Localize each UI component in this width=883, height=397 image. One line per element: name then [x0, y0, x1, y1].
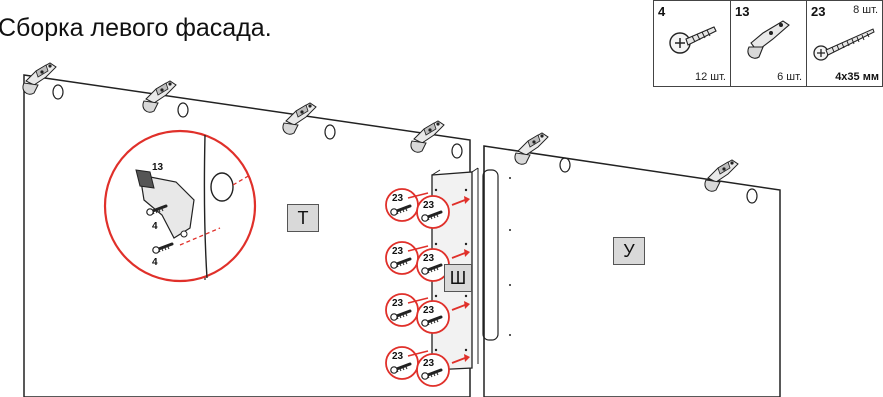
screw-number-label: 4	[152, 221, 158, 232]
part-quantity: 12 шт.	[695, 71, 726, 83]
screw-number-label: 23	[423, 358, 435, 369]
page-title: Сборка левого фасада.	[0, 14, 272, 42]
panel-label-right: У	[613, 237, 645, 265]
hinge-holes	[52, 84, 758, 204]
screw-number-label: 23	[392, 298, 404, 309]
handle	[482, 169, 499, 341]
screw-number-label: 23	[392, 351, 404, 362]
screw-icon	[813, 28, 875, 61]
screw-number-label: 23	[392, 246, 404, 257]
part-quantity: 6 шт.	[777, 71, 802, 83]
right-panel	[483, 145, 781, 397]
pilot-hole-marks	[434, 177, 511, 352]
screw-number-label: 23	[423, 253, 435, 264]
screw-number-label: 23	[392, 193, 404, 204]
screw-callout-pair: 23 23	[385, 241, 470, 282]
screw-number-label: 23	[423, 200, 435, 211]
part-cell-4: 4 12 шт.	[654, 1, 731, 86]
hinge-icon	[747, 20, 790, 59]
part-cell-13: 13 6 шт.	[731, 1, 807, 86]
hinge-detail-callout: 13 4 4	[103, 129, 257, 283]
hinge-number-label: 13	[152, 162, 164, 173]
part-number: 23	[811, 4, 826, 19]
screw-icon	[669, 26, 717, 54]
part-size: 4х35 мм	[835, 71, 879, 83]
parts-table: 4 12 шт. 13 6 шт. 23 8 шт. 4х35 мм	[653, 0, 883, 87]
part-cell-23: 23 8 шт. 4х35 мм	[807, 1, 882, 86]
part-number: 13	[735, 4, 750, 19]
screw-callout-pair: 23 23	[385, 346, 470, 387]
part-number: 4	[658, 4, 666, 19]
screw-callout-pair: 23 23	[385, 188, 470, 229]
panel-label-middle: Ш	[444, 264, 472, 292]
screw-callouts: 23 23 23 23 23 23	[385, 188, 470, 387]
screw-callout-pair: 23 23	[385, 293, 470, 334]
screw-number-label: 4	[152, 257, 158, 268]
screw-number-label: 23	[423, 305, 435, 316]
part-quantity: 8 шт.	[853, 4, 878, 16]
panel-label-left: Т	[287, 204, 319, 232]
